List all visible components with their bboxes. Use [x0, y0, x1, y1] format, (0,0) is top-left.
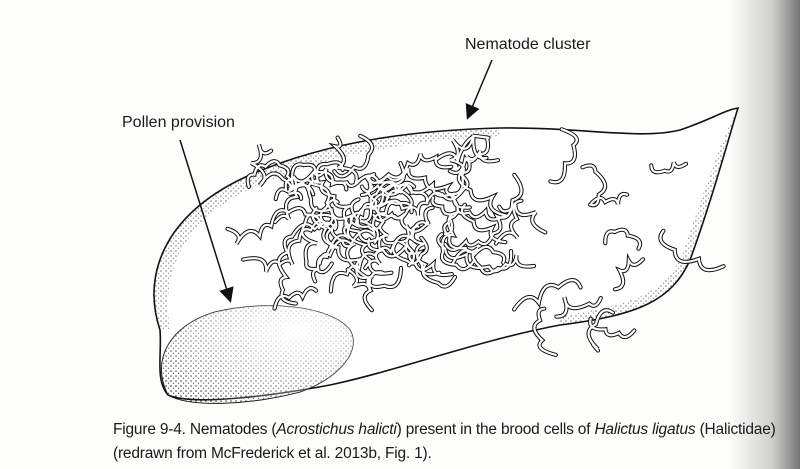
nematode-body: [277, 221, 336, 305]
nematode-body: [451, 245, 506, 265]
nematode-body: [346, 268, 384, 292]
nematode-body: [434, 134, 490, 175]
nematode-body: [273, 287, 318, 310]
nematode-body: [360, 181, 456, 244]
nematode-body: [581, 164, 607, 207]
nematode-body: [274, 163, 348, 201]
nematode-body: [288, 167, 361, 200]
nematode-body: [533, 307, 557, 356]
nematode-body: [443, 221, 513, 275]
nematode-body: [331, 136, 416, 195]
nematode-body: [246, 160, 310, 192]
nematode-body: [250, 144, 315, 196]
nematode-body: [431, 196, 476, 271]
nematode-body: [329, 225, 420, 293]
pollen-provision: [160, 305, 354, 404]
nematode-body: [301, 213, 338, 274]
caption-text: ) present in the brood cells of: [396, 421, 595, 438]
nematode-body: [513, 278, 582, 311]
nematode-body: [590, 192, 629, 205]
caption-line-1: Figure 9-4. Nematodes (Acrostichus halic…: [113, 418, 776, 442]
nematode-cluster-label: Nematode cluster: [465, 36, 591, 53]
cell-wall-stipple-right: [560, 108, 738, 325]
nematode-body: [549, 128, 578, 184]
nematode-body: [659, 229, 725, 272]
nematode-body: [444, 173, 523, 251]
nematode-body: [441, 134, 488, 201]
nematode-body: [494, 199, 523, 245]
nematode-body: [650, 161, 688, 174]
figure-number: Figure 9-4.: [113, 421, 186, 438]
nematode-body: [555, 296, 602, 318]
caption-text: (Halictidae): [695, 421, 776, 438]
nematode-body: [396, 221, 430, 267]
nematode-body: [456, 205, 506, 221]
nematode-body: [604, 228, 642, 250]
figure-caption: Figure 9-4. Nematodes (Acrostichus halic…: [113, 418, 776, 466]
pollen-provision-label: Pollen provision: [122, 114, 235, 131]
nematode-body: [318, 201, 413, 265]
nematode-body: [333, 134, 374, 178]
nematode-body: [460, 203, 507, 244]
nematode-body: [613, 256, 645, 291]
nematode-arrow: [465, 59, 493, 120]
species-name: Halictus ligatus: [594, 421, 696, 438]
nematode-body: [226, 207, 322, 245]
page-gutter-shadow: [730, 0, 800, 469]
caption-text: Nematodes (: [185, 421, 277, 438]
caption-line-2: (redrawn from McFrederick et al. 2013b, …: [113, 445, 432, 462]
nematode-body: [360, 162, 405, 193]
species-name: Acrostichus halicti: [276, 421, 397, 438]
nematode-body: [350, 198, 385, 231]
nematode-body: [380, 199, 429, 216]
nematode-body: [587, 309, 614, 352]
pollen-arrow: [179, 139, 234, 303]
nematode-body: [344, 218, 428, 265]
nematode-body: [457, 169, 509, 217]
nematode-body: [346, 193, 393, 275]
nematode-body: [367, 238, 457, 288]
nematode-body: [242, 219, 328, 273]
nematode-body: [437, 233, 536, 273]
nematode-body: [498, 202, 547, 234]
